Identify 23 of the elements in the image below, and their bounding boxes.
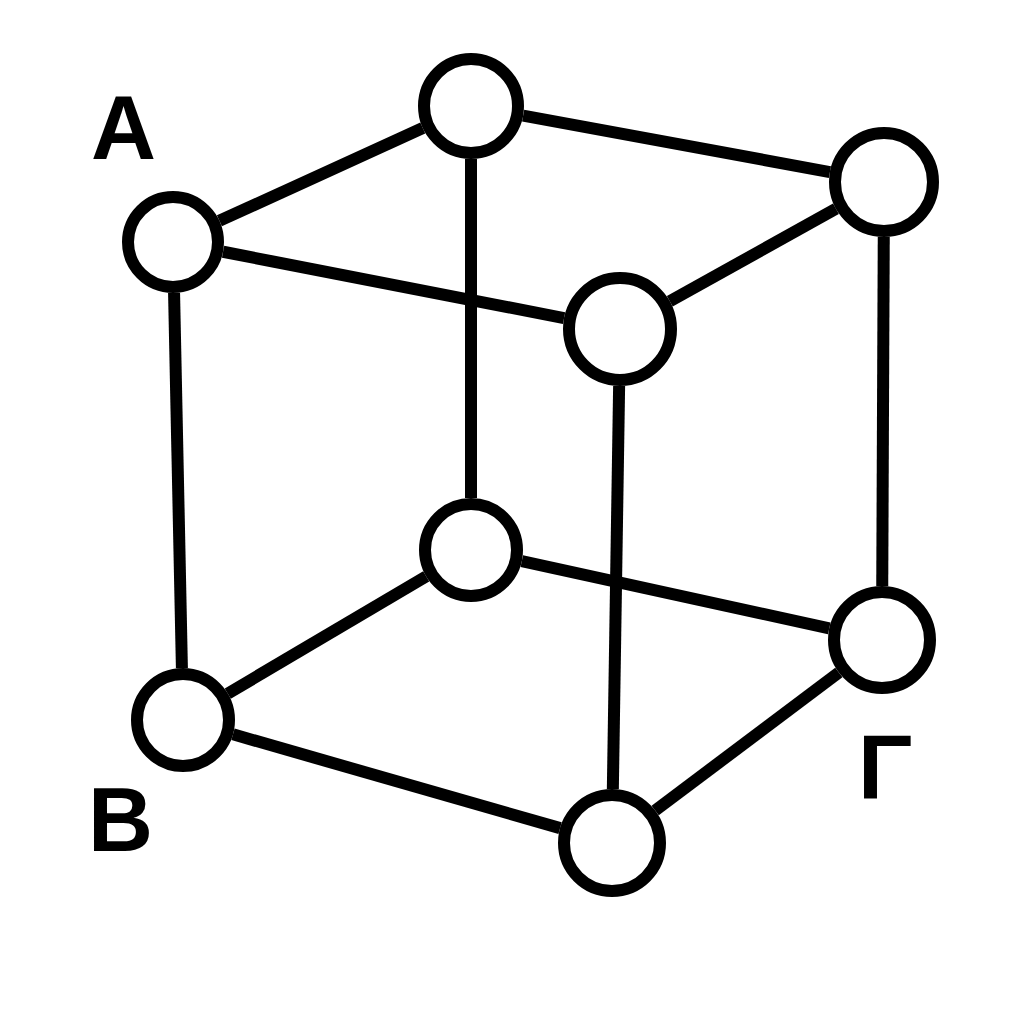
vertex-letter: Γ [858, 723, 913, 813]
vertex-circle [122, 191, 224, 293]
vertex-circle [418, 53, 524, 159]
cube-edge-line [224, 571, 430, 699]
cube-edge-line [651, 667, 843, 816]
vertex-letter: B [88, 775, 153, 865]
cube-edge-line [520, 555, 831, 635]
vertex-circle [563, 272, 677, 386]
vertex-circle [419, 498, 523, 602]
cube-edge-line [876, 236, 890, 586]
cube-edge-line [522, 109, 831, 178]
cube-edge-line [606, 385, 626, 790]
cube-edge-line [666, 203, 839, 307]
vertex-letter: A [91, 83, 156, 173]
vertex-circle [558, 789, 666, 897]
cube-edge-line [168, 292, 188, 669]
vertex-circle [829, 127, 939, 237]
vertex-circle [131, 668, 235, 772]
vertex-circle [828, 586, 936, 694]
cube-edge-line [216, 122, 426, 227]
cube-edge-line [465, 159, 477, 498]
cube-edge-line [221, 245, 566, 324]
cube-edge-line [231, 728, 562, 834]
